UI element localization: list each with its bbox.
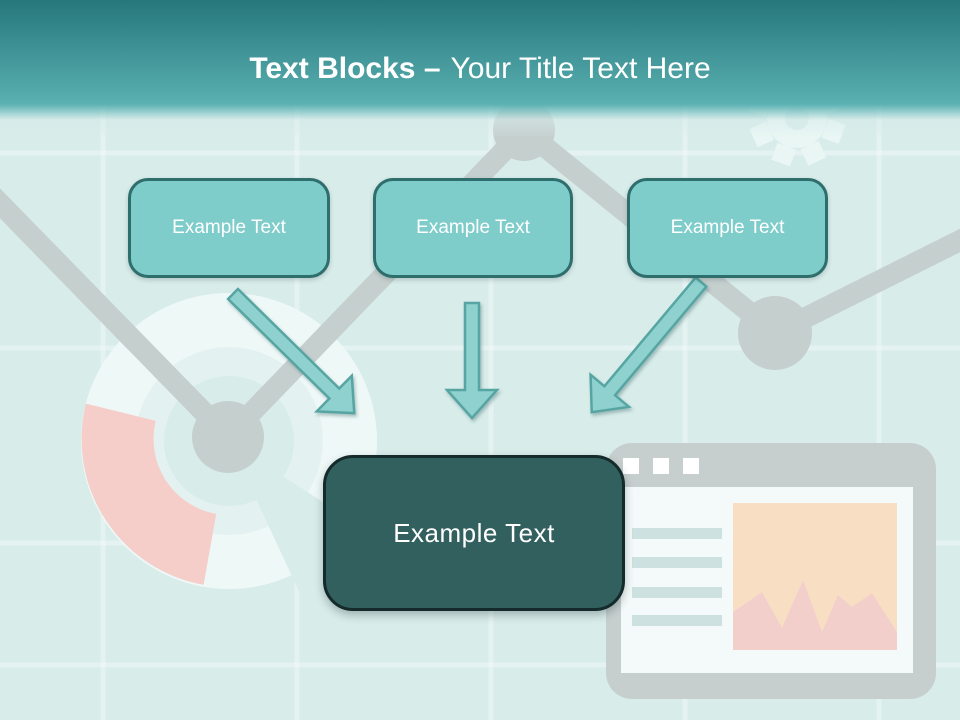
- arrow-down-right-icon: [589, 275, 709, 414]
- text-line-bars: [632, 528, 722, 626]
- text-block-3-label: Example Text: [670, 217, 785, 238]
- result-text-block[interactable]: Example Text: [323, 455, 625, 611]
- text-block-2-label: Example Text: [416, 217, 530, 238]
- arrow-down-icon: [444, 301, 500, 420]
- window-buttons: [623, 458, 699, 474]
- arrow-down-left-icon: [226, 287, 356, 415]
- text-block-2[interactable]: Example Text: [373, 178, 573, 278]
- text-block-3[interactable]: Example Text: [627, 178, 828, 278]
- connector-arrows: [226, 275, 709, 420]
- text-block-1[interactable]: Example Text: [128, 178, 330, 278]
- browser-window: [606, 443, 936, 699]
- text-block-1-label: Example Text: [172, 217, 286, 238]
- mini-area-chart: [733, 503, 897, 650]
- result-text-block-label: Example Text: [393, 517, 555, 548]
